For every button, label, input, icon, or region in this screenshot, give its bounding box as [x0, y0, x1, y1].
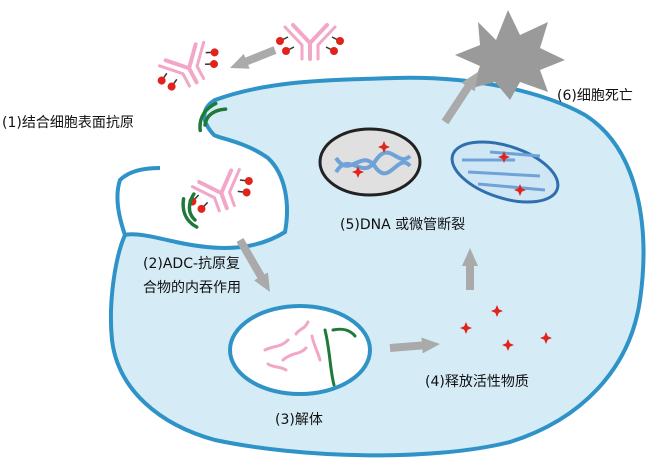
drug-payload [242, 188, 251, 197]
arrow-bind [230, 46, 277, 69]
step-death-label: (6)细胞死亡 [557, 88, 633, 104]
arrow-internalize [236, 238, 270, 292]
step-release-label: (4)释放活性物质 [425, 374, 529, 390]
antibody-fragments [263, 320, 322, 372]
arrow-release [462, 248, 478, 290]
arrow-dissociate [389, 337, 440, 354]
receptor-fragments [323, 327, 357, 387]
drug-payload [276, 37, 284, 45]
drug-payload [244, 176, 253, 185]
mitochondrion [450, 140, 560, 204]
drug-payload [336, 37, 344, 45]
drug-payload [167, 82, 176, 91]
drug-payload [157, 76, 166, 85]
step-binding-label: (1)结合细胞表面抗原 [2, 115, 134, 131]
internalized-adc-antibody [188, 165, 253, 219]
drug-payload [330, 47, 338, 55]
step-disruption-label: (5)DNA 或微管断裂 [340, 217, 466, 233]
free-adc-antibody [276, 23, 344, 61]
nucleus [318, 127, 422, 197]
step-dissociation-label: (3)解体 [275, 412, 323, 428]
bound-adc-antibody [151, 36, 227, 98]
drug-payload [282, 47, 290, 55]
endocytic-pocket-edge [115, 166, 161, 236]
drug-payload [210, 48, 219, 57]
step-internalization-label: (2)ADC-抗原复合物的内吞作用 [143, 256, 241, 296]
arrow-death [441, 72, 478, 125]
dna-helix [334, 150, 412, 176]
drug-payload [197, 204, 206, 213]
drug-payload [210, 60, 219, 69]
dead-cell-icon [455, 10, 565, 100]
lysosome [228, 304, 372, 396]
